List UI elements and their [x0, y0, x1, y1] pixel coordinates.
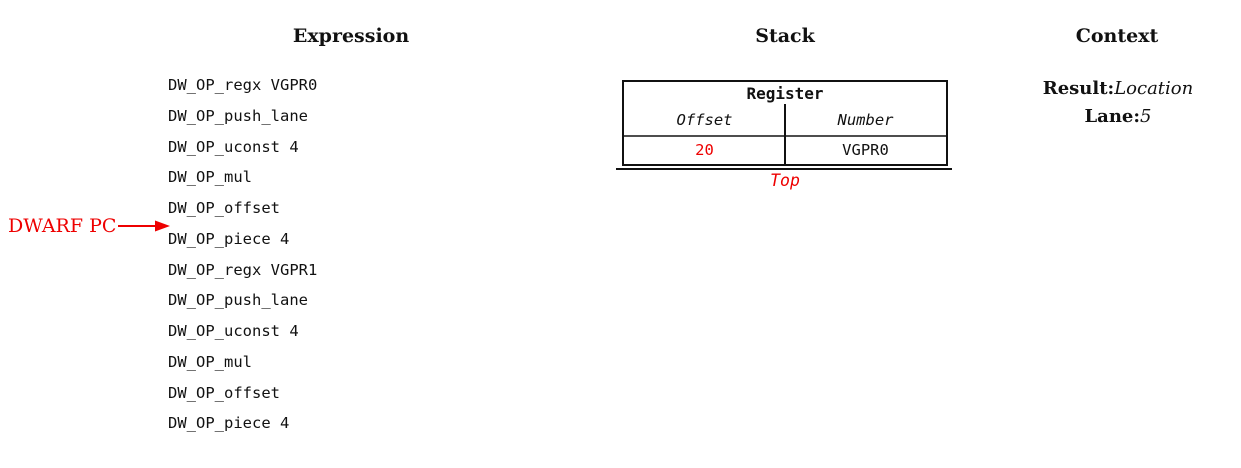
number-column-header: Number [837, 111, 894, 129]
context-lane-row: Lane:5 [1085, 106, 1152, 128]
expression-item: DW_OP_offset [168, 383, 280, 402]
lane-label: Lane: [1084, 106, 1141, 127]
expression-item: DW_OP_mul [168, 168, 252, 187]
context-result-row: Result:Location [1043, 78, 1193, 100]
result-label: Result: [1042, 78, 1115, 99]
context-column-title: Context [1075, 25, 1159, 47]
expression-item: DW_OP_push_lane [168, 106, 308, 125]
expression-item: DW_OP_mul [168, 352, 252, 371]
offset-column-header: Offset [676, 111, 733, 129]
stack-column-title: Stack [755, 25, 815, 47]
expression-item: DW_OP_push_lane [168, 291, 308, 310]
expression-item: DW_OP_regx VGPR0 [168, 76, 318, 94]
stack-entry-table: Register Offset Number 20 VGPR0 [622, 80, 948, 166]
dwarf-pc-arrow-icon [118, 220, 171, 232]
stack-top-line [616, 168, 952, 170]
column-divider [784, 104, 786, 164]
lane-value: 5 [1140, 106, 1152, 127]
dwarf-pc-label: DWARF PC [8, 215, 117, 237]
expression-item: DW_OP_uconst 4 [168, 322, 299, 340]
expression-item: DW_OP_piece 4 [168, 229, 290, 248]
register-type-header: Register [746, 84, 824, 103]
expression-item: DW_OP_offset [168, 199, 280, 217]
expression-item: DW_OP_piece 4 [168, 414, 290, 433]
dwarf-pc-marker: DWARF PC [8, 214, 171, 238]
stack-top-label: Top [770, 171, 800, 190]
result-value: Location [1114, 78, 1194, 99]
expression-item: DW_OP_regx VGPR1 [168, 260, 318, 279]
expression-item: DW_OP_uconst 4 [168, 137, 299, 156]
expression-column-title: Expression [292, 25, 410, 47]
offset-value: 20 [695, 141, 714, 159]
number-value: VGPR0 [842, 141, 889, 159]
